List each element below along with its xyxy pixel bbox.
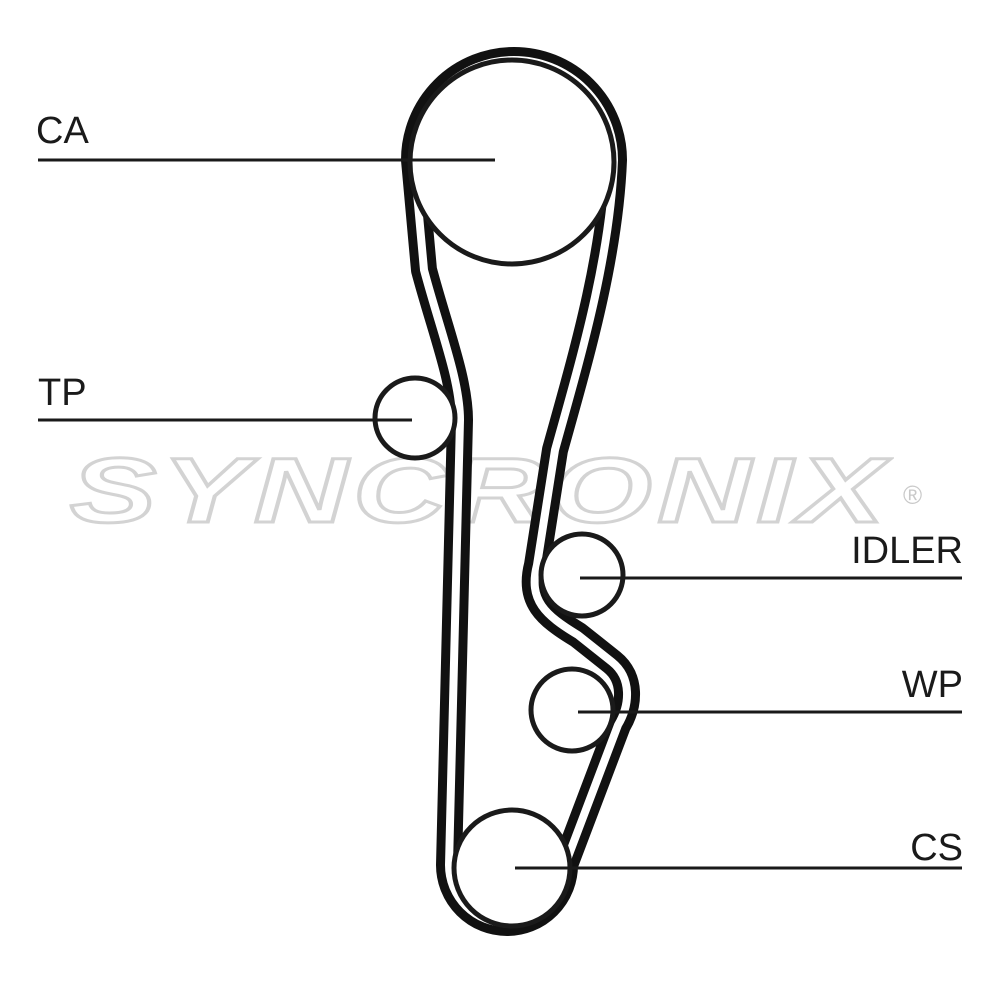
idler-label: IDLER <box>851 530 963 572</box>
camshaft-pulley <box>407 57 617 267</box>
tp-label: TP <box>38 372 87 414</box>
tensioner-pulley <box>372 375 458 461</box>
idler-pulley <box>538 531 626 619</box>
registered-mark: ® <box>903 480 922 510</box>
cs-label: CS <box>910 827 963 869</box>
syncronix-watermark: SYNCRONIX <box>70 440 891 542</box>
wp-label: WP <box>902 664 963 706</box>
water-pump-pulley <box>528 666 616 754</box>
ca-label: CA <box>36 110 89 152</box>
